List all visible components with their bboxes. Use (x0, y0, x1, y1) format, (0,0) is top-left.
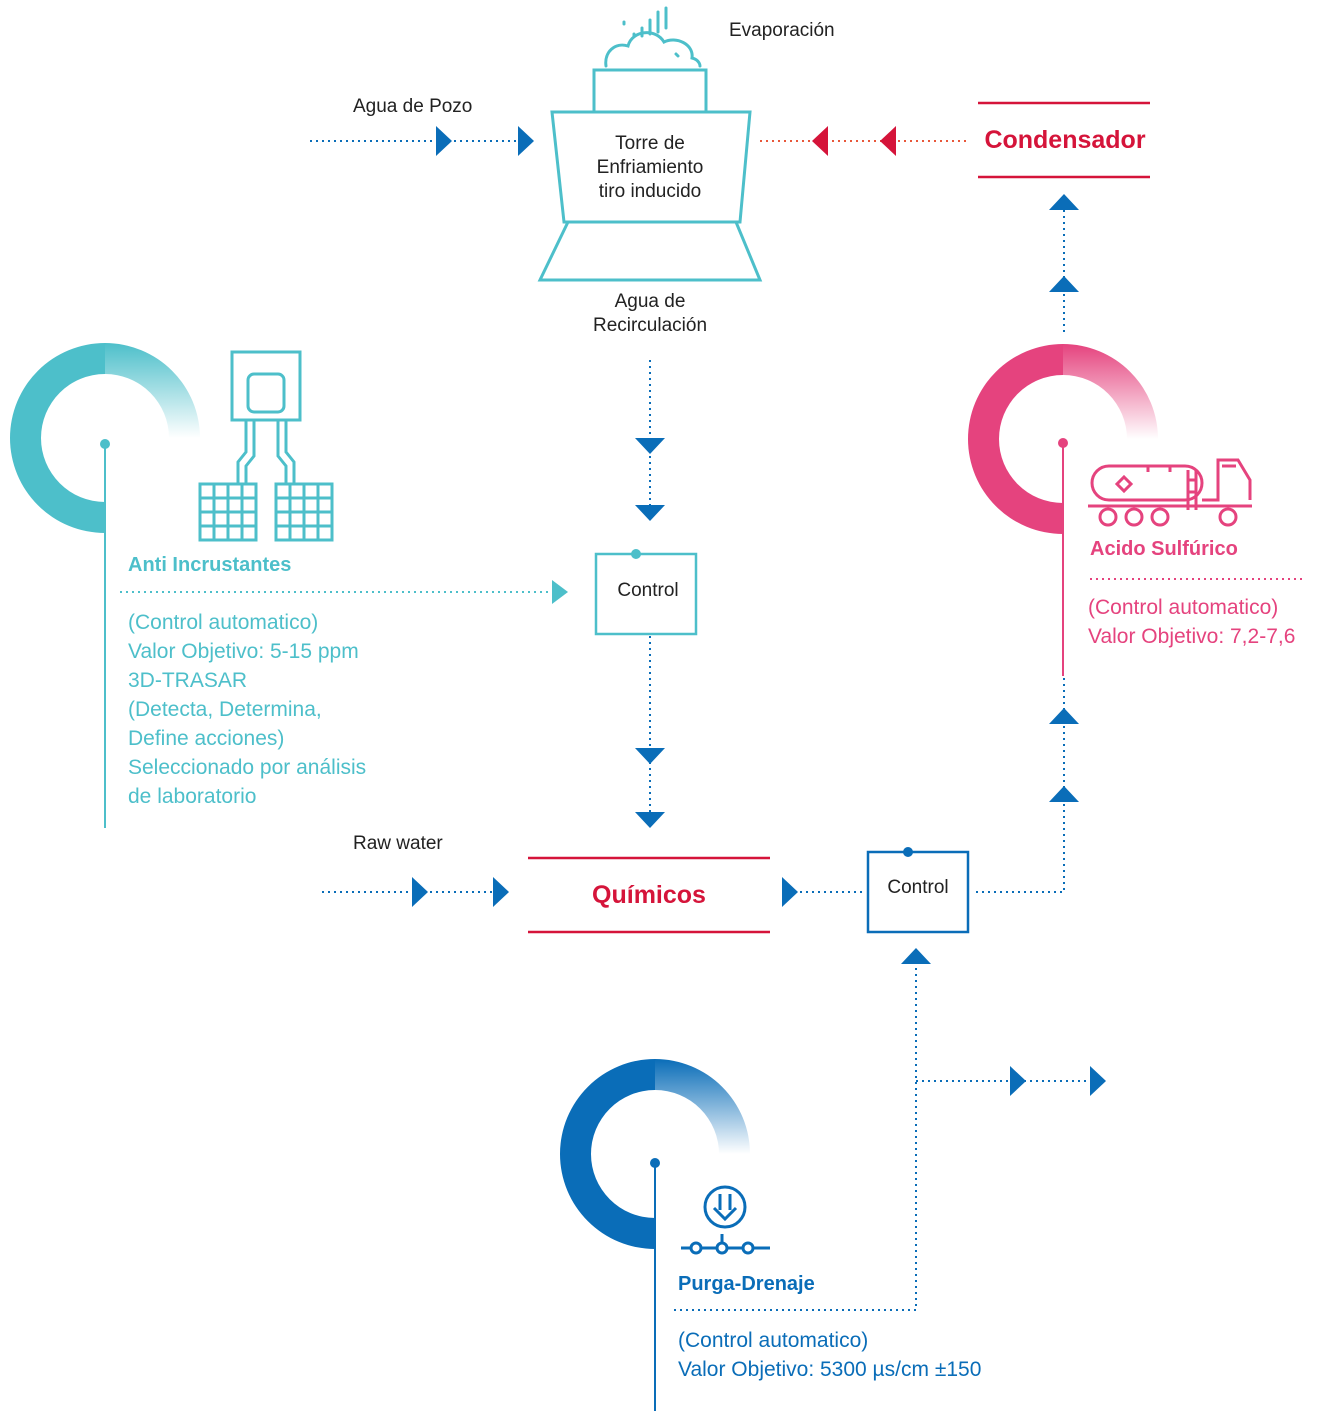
chip-icon (198, 350, 334, 542)
anti-scalant-details: (Control automatico) Valor Objetivo: 5-1… (128, 608, 366, 811)
arrow-up-icon (1049, 194, 1079, 210)
sulfuric-acid-ring (968, 344, 1158, 676)
recirculation-label-line: Recirculación (592, 315, 708, 336)
arrow-right-icon (782, 877, 798, 907)
control-top-label: Control (617, 580, 679, 601)
arrow-up-icon (901, 948, 931, 964)
evaporation-icon (604, 6, 702, 68)
drain-valve-icon (681, 1185, 770, 1255)
arrow-right-icon (412, 877, 428, 907)
purge-line (674, 950, 917, 1311)
arrow-left-icon (812, 126, 828, 156)
control-right-dot (903, 847, 913, 857)
detail-line: Valor Objetivo: 5-15 ppm (128, 640, 359, 663)
arrow-down-icon (635, 748, 665, 764)
detail-line: (Detecta, Determina, (128, 698, 322, 721)
detail-line: Define acciones) (128, 727, 285, 750)
arrow-down-icon (635, 505, 665, 521)
recirculation-label-line: Agua de (614, 291, 686, 312)
purge-ring (560, 1059, 750, 1411)
control-to-condenser-line (976, 676, 1065, 893)
control-box-top (594, 552, 698, 636)
detail-line: de laboratorio (128, 785, 257, 808)
arrow-right-icon (493, 877, 509, 907)
detail-line: (Control automatico) (678, 1329, 869, 1352)
control-right-label: Control (887, 877, 949, 898)
cooling-tower (537, 68, 763, 282)
tower-label: Torre de Enfriamiento tiro inducido (560, 132, 740, 204)
sulfuric-acid-title: Acido Sulfúrico (1090, 538, 1238, 560)
arrow-left-icon (880, 126, 896, 156)
well-water-label: Agua de Pozo (353, 96, 473, 117)
arrow-up-icon (1049, 786, 1079, 802)
control-box-right (866, 850, 970, 934)
arrow-right-icon (552, 580, 568, 604)
detail-line: 3D-TRASAR (128, 669, 248, 692)
detail-line: Seleccionado por análisis (128, 756, 367, 779)
anti-scalant-ring (10, 343, 200, 828)
condenser-label: Condensador (984, 126, 1146, 154)
arrow-up-icon (1049, 276, 1079, 292)
detail-line: (Control automatico) (1088, 596, 1279, 619)
detail-line: Valor Objetivo: 7,2-7,6 (1088, 625, 1296, 648)
arrow-right-icon (1010, 1066, 1026, 1096)
arrow-right-icon (518, 126, 534, 156)
tower-label-line: Enfriamiento (596, 157, 704, 178)
control-top-dot (631, 549, 641, 559)
tanker-truck-icon (1088, 458, 1252, 527)
sulfuric-acid-details: (Control automatico) Valor Objetivo: 7,2… (1088, 593, 1295, 651)
purge-details: (Control automatico) Valor Objetivo: 530… (678, 1326, 981, 1384)
arrow-right-icon (436, 126, 452, 156)
detail-line: Valor Objetivo: 5300 µs/cm ±150 (678, 1358, 982, 1381)
anti-scalant-title: Anti Incrustantes (128, 554, 292, 576)
detail-line: (Control automatico) (128, 611, 319, 634)
arrow-down-icon (635, 812, 665, 828)
raw-water-label: Raw water (353, 833, 443, 854)
recirculation-label: Agua de Recirculación (560, 290, 740, 338)
arrow-right-icon (1090, 1066, 1106, 1096)
tower-label-line: Torre de (615, 133, 685, 154)
purge-title: Purga-Drenaje (678, 1273, 815, 1295)
evaporation-label: Evaporación (729, 20, 835, 41)
arrow-up-icon (1049, 708, 1079, 724)
tower-label-line: tiro inducido (598, 181, 702, 202)
arrow-down-icon (635, 438, 665, 454)
chemicals-label: Químicos (592, 881, 706, 909)
